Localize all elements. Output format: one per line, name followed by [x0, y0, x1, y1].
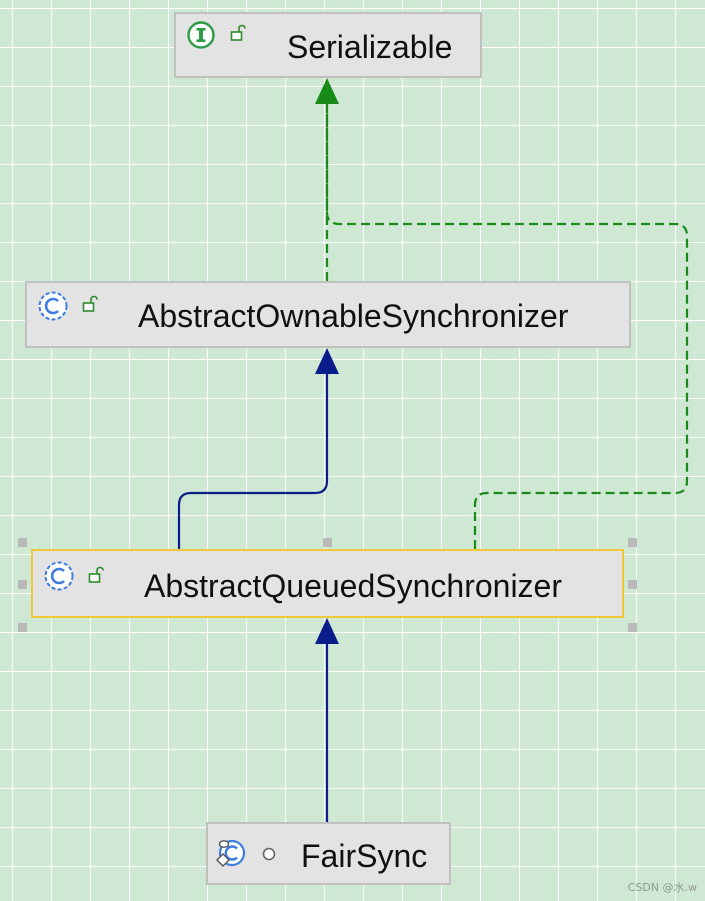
interface-icon	[187, 21, 215, 49]
selection-handle-top-left[interactable]	[18, 538, 27, 547]
abstract-class-icon	[38, 291, 68, 321]
selection-handle-middle-right[interactable]	[628, 580, 637, 589]
edge-aqs-implements-serializable[interactable]	[325, 100, 689, 549]
selection-handle-bottom-right[interactable]	[628, 623, 637, 632]
node-label-abstract-queued-synchronizer: AbstractQueuedSynchronizer	[144, 568, 562, 604]
node-label-abstract-ownable-synchronizer: AbstractOwnableSynchronizer	[138, 298, 569, 334]
node-serializable[interactable]: Serializable	[174, 12, 482, 78]
static-final-class-icon	[216, 839, 246, 867]
extends-arrowhead-aos	[315, 348, 339, 374]
node-abstract-ownable-synchronizer[interactable]: AbstractOwnableSynchronizer	[25, 281, 631, 348]
selection-handle-top-middle[interactable]	[323, 538, 332, 547]
package-private-icon	[262, 847, 276, 861]
selection-handle-bottom-left[interactable]	[18, 623, 27, 632]
implements-arrowhead	[315, 78, 339, 104]
public-lock-icon	[88, 566, 104, 583]
public-lock-icon	[82, 295, 98, 312]
extends-arrowhead-aqs	[315, 618, 339, 644]
node-label-serializable: Serializable	[287, 29, 453, 65]
edge-aqs-extends-aos[interactable]	[177, 372, 329, 549]
selection-handle-top-right[interactable]	[628, 538, 637, 547]
node-label-fair-sync: FairSync	[301, 838, 428, 874]
public-lock-icon	[230, 24, 246, 41]
watermark: CSDN @水.w	[627, 881, 697, 894]
selection-handle-middle-left[interactable]	[18, 580, 27, 589]
node-fair-sync[interactable]: FairSync	[206, 822, 451, 885]
abstract-class-icon	[44, 561, 74, 591]
node-abstract-queued-synchronizer[interactable]: AbstractQueuedSynchronizer	[31, 549, 624, 618]
